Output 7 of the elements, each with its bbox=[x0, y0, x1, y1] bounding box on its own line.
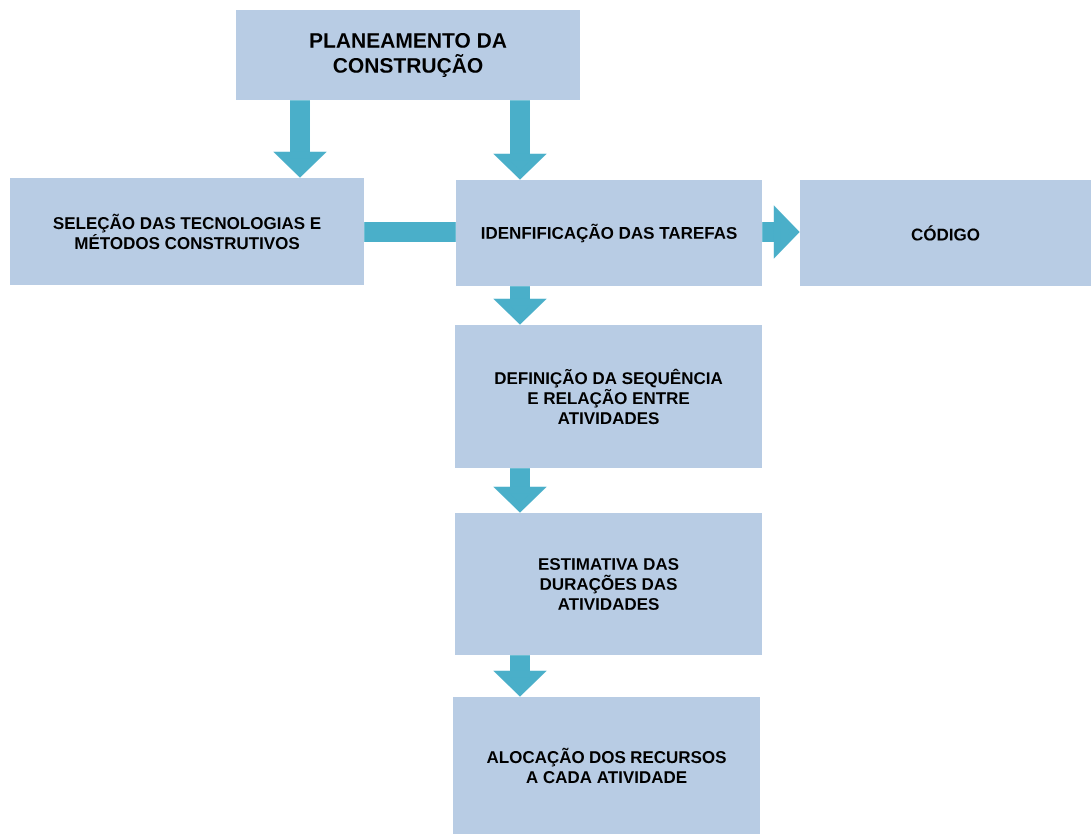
process-box: ALOCAÇÃO DOS RECURSOS A CADA ATIVIDADE bbox=[453, 697, 760, 834]
process-box: SELEÇÃO DAS TECNOLOGIAS E MÉTODOS CONSTRUTIVOS bbox=[10, 178, 364, 285]
process-box: ESTIMATIVA DAS DURAÇÕES DAS ATIVIDADES bbox=[455, 513, 762, 655]
process-box: IDENFIFICAÇÃO DAS TAREFAS bbox=[456, 180, 762, 286]
process-box: PLANEAMENTO DA CONSTRUÇÃO bbox=[236, 10, 580, 100]
process-box: DEFINIÇÃO DA SEQUÊNCIA E RELAÇÃO ENTRE ATIVIDADES bbox=[455, 325, 762, 468]
process-box: CÓDIGO bbox=[800, 180, 1091, 286]
